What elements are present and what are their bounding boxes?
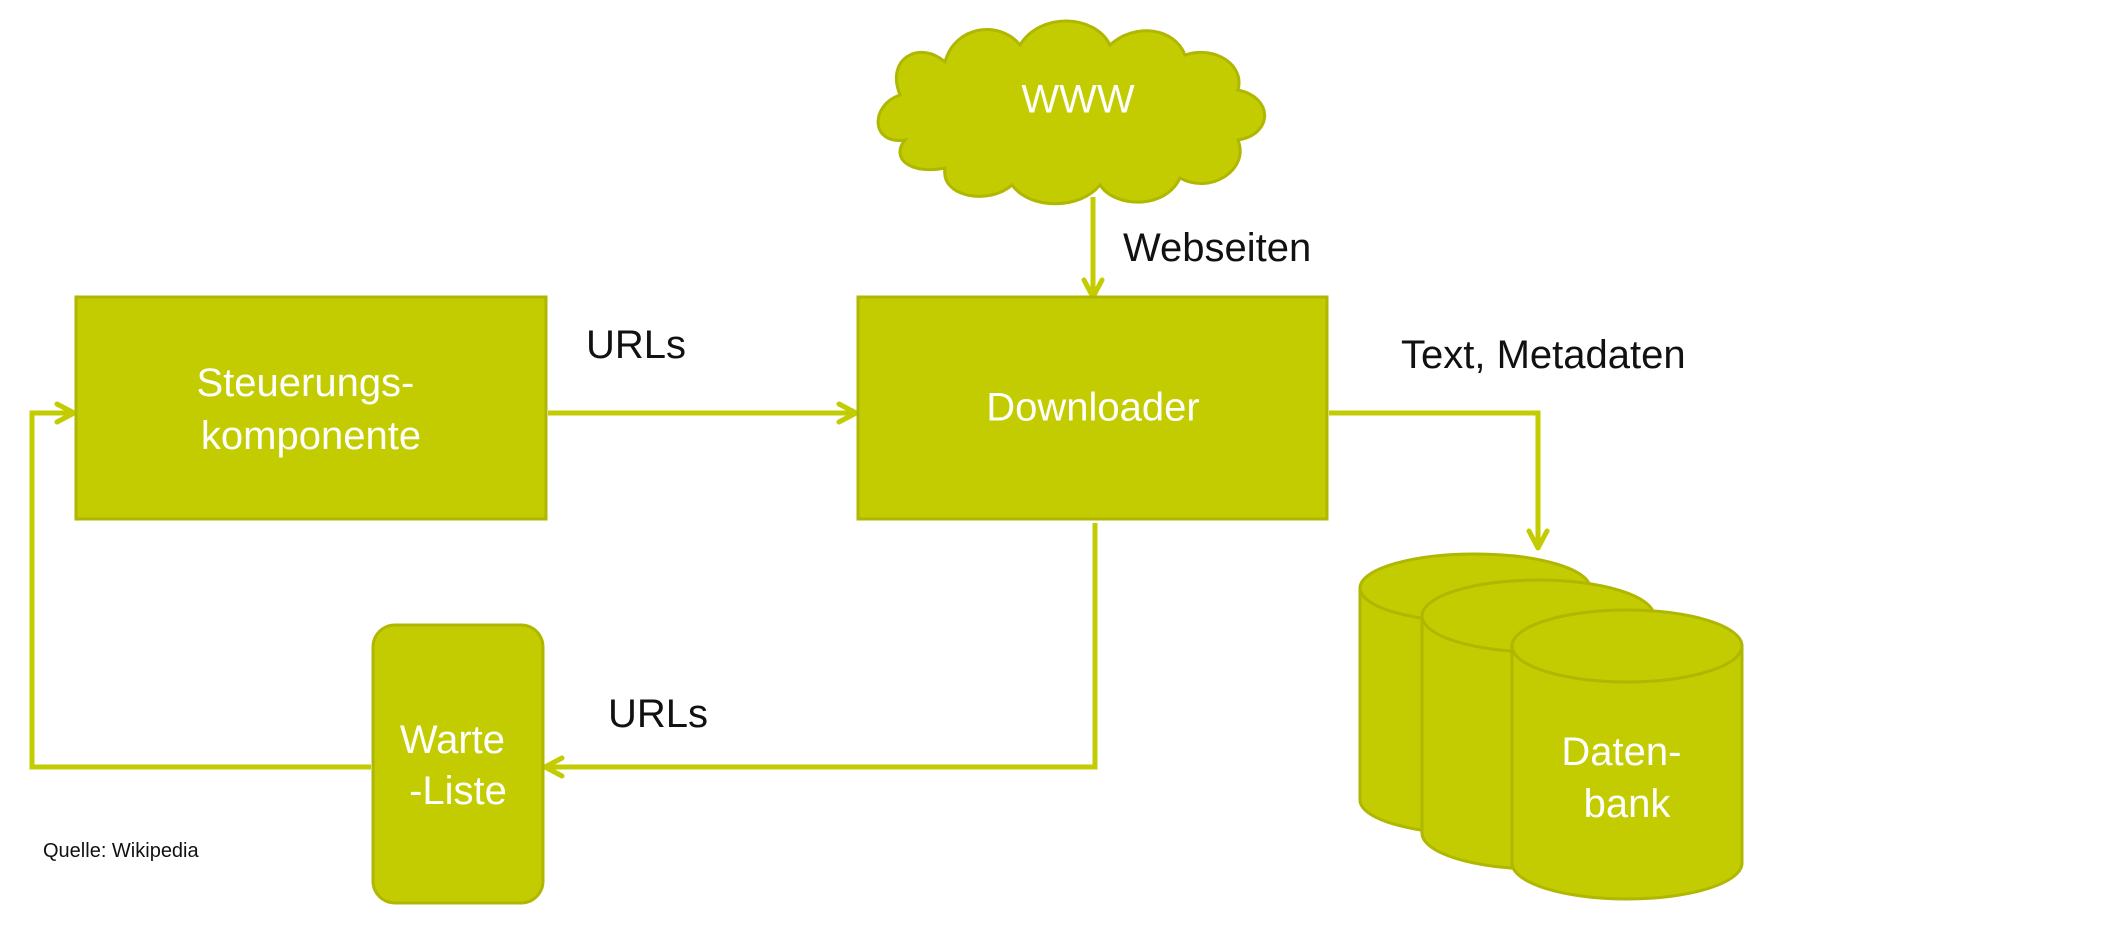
downloader-label: Downloader bbox=[986, 386, 1199, 430]
source-caption: Quelle: Wikipedia bbox=[43, 840, 200, 862]
database-label-line-2: bank bbox=[1584, 782, 1672, 826]
queue-label-line-1: Warte bbox=[400, 718, 505, 762]
arrow-downloader-to-queue bbox=[542, 523, 1098, 779]
webseiten-label: Webseiten bbox=[1123, 226, 1311, 270]
database-stack: Daten- bank bbox=[1358, 552, 1744, 901]
queue-label: Warte -Liste bbox=[400, 718, 516, 813]
urls-bottom-label: URLs bbox=[608, 692, 708, 736]
downloader-box: Downloader bbox=[856, 295, 1329, 521]
urls-top-label: URLs bbox=[586, 323, 686, 367]
www-label: WWW bbox=[1021, 78, 1135, 122]
database-label-line-1: Daten- bbox=[1561, 730, 1681, 774]
text-metadaten-label: Text, Metadaten bbox=[1401, 333, 1686, 377]
control-component-label: Steuerungs- komponente bbox=[196, 361, 425, 458]
database-label: Daten- bank bbox=[1561, 730, 1692, 826]
control-component-label-line-1: Steuerungs- bbox=[196, 361, 414, 405]
database-cylinder-front bbox=[1510, 608, 1744, 901]
arrow-downloader-to-database bbox=[1329, 410, 1550, 551]
control-component-label-line-2: komponente bbox=[201, 414, 421, 458]
www-cloud: WWW bbox=[876, 19, 1267, 206]
queue-box: Warte -Liste bbox=[371, 623, 545, 905]
queue-label-line-2: -Liste bbox=[409, 769, 507, 813]
arrow-queue-to-control bbox=[29, 401, 371, 770]
control-component-box: Steuerungs- komponente bbox=[74, 295, 548, 521]
